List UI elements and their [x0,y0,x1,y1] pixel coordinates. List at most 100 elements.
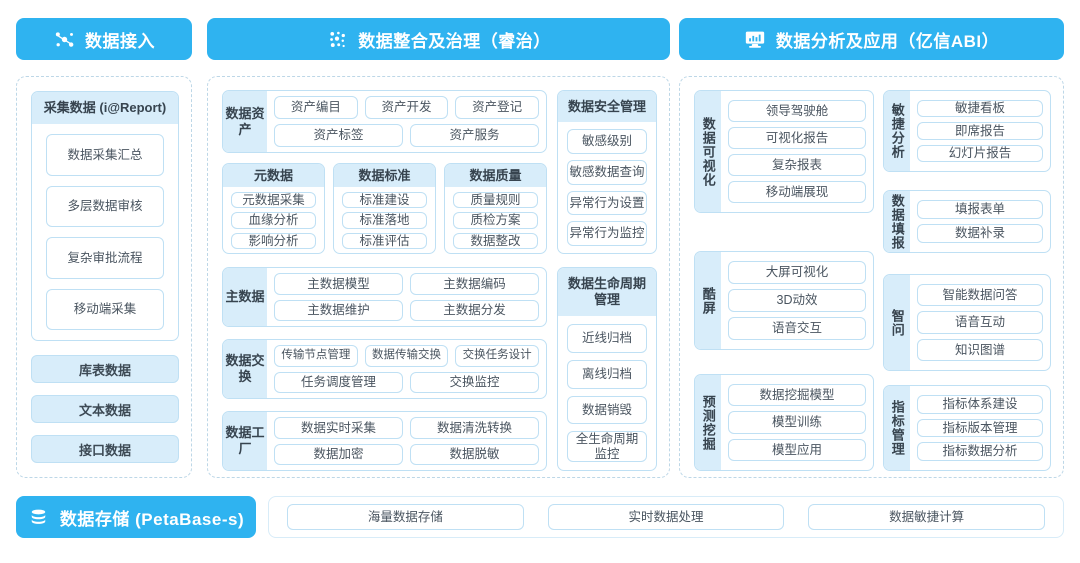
banner-data-storage[interactable]: 数据存储 (PetaBase-s) [16,496,256,538]
group-label: 酷屏 [700,286,716,315]
chip-transfer-node[interactable]: 传输节点管理 [274,345,358,367]
chip-filling-form[interactable]: 填报表单 [917,200,1043,219]
chip-data-backfill[interactable]: 数据补录 [917,224,1043,243]
chip-smart-data-qa[interactable]: 智能数据问答 [917,284,1043,307]
chip-mobile-display[interactable]: 移动端展现 [728,181,866,203]
group-data-factory: 数据工厂 数据实时采集 数据清洗转换 数据加密 数据脱敏 [222,411,547,471]
chip-standard-build[interactable]: 标准建设 [342,192,427,209]
chip-clean-transform[interactable]: 数据清洗转换 [410,417,539,439]
chip-metric-version[interactable]: 指标版本管理 [917,418,1043,438]
card-data-lifecycle: 数据生命周期管理 近线归档 离线归档 数据销毁 全生命周期监控 [557,267,657,471]
chip-realtime-process[interactable]: 实时数据处理 [547,504,785,530]
chip-data-destroy[interactable]: 数据销毁 [567,395,647,425]
chip-source-text[interactable]: 文本数据 [31,395,179,423]
chip-3d-animation[interactable]: 3D动效 [728,289,866,312]
banner-data-ingest[interactable]: 数据接入 [16,18,192,60]
card-title: 采集数据 (i@Report) [32,92,178,124]
chip-offline-archive[interactable]: 离线归档 [567,359,647,389]
group-label: 指标管理 [889,400,905,456]
chip-asset-catalog[interactable]: 资产编目 [274,96,358,119]
card-data-quality: 数据质量 质量规则 质检方案 数据整改 [444,163,547,254]
card-title: 数据生命周期管理 [558,268,656,316]
group-label: 数据可视化 [700,116,716,187]
chip-anomaly-setting[interactable]: 异常行为设置 [567,190,647,216]
chip-metric-system[interactable]: 指标体系建设 [917,395,1043,414]
chip-approval-flow[interactable]: 复杂审批流程 [46,237,164,279]
chip-mobile-collect[interactable]: 移动端采集 [46,288,164,330]
chip-source-api[interactable]: 接口数据 [31,435,179,463]
dots-network-icon [326,28,348,50]
chip-multilayer-audit[interactable]: 多层数据审核 [46,185,164,227]
group-label: 数据资产 [223,91,267,152]
chip-exchange-monitor[interactable]: 交换监控 [410,371,539,393]
group-label: 数据工厂 [223,412,267,470]
chip-mass-storage[interactable]: 海量数据存储 [287,504,524,530]
chip-agile-dashboard[interactable]: 敏捷看板 [917,100,1043,118]
chip-knowledge-graph[interactable]: 知识图谱 [917,338,1043,361]
group-metric-management: 指标管理 指标体系建设 指标版本管理 指标数据分析 [883,385,1051,471]
chip-master-dist[interactable]: 主数据分发 [410,299,539,321]
chip-asset-service[interactable]: 资产服务 [410,124,539,147]
chip-adhoc-report[interactable]: 即席报告 [917,122,1043,140]
chip-bigscreen-visual[interactable]: 大屏可视化 [728,261,866,284]
chip-quality-plan[interactable]: 质检方案 [453,212,538,229]
chip-impact-analysis[interactable]: 影响分析 [231,232,316,250]
chip-collect-summary[interactable]: 数据采集汇总 [46,134,164,176]
chip-realtime-collect[interactable]: 数据实时采集 [274,417,403,439]
group-visualization: 数据可视化 领导驾驶舱 可视化报告 复杂报表 移动端展现 [694,90,874,213]
chip-nearline-archive[interactable]: 近线归档 [567,324,647,353]
chip-standard-assess[interactable]: 标准评估 [342,232,427,250]
chip-mining-model[interactable]: 数据挖掘模型 [728,384,866,407]
chip-asset-tag[interactable]: 资产标签 [274,124,403,147]
chip-visual-report[interactable]: 可视化报告 [728,127,866,149]
chip-master-maint[interactable]: 主数据维护 [274,299,403,321]
chip-sensitive-query[interactable]: 敏感数据查询 [567,159,647,185]
card-title: 元数据 [223,164,324,187]
chip-asset-dev[interactable]: 资产开发 [364,96,449,119]
chip-model-training[interactable]: 模型训练 [728,411,866,434]
group-data-filling: 数据填报 填报表单 数据补录 [883,190,1051,253]
chip-data-encrypt[interactable]: 数据加密 [274,443,403,465]
chip-lineage-analysis[interactable]: 血缘分析 [231,212,316,229]
chip-voice-interact[interactable]: 语音交互 [728,317,866,340]
chip-metadata-collect[interactable]: 元数据采集 [231,192,316,209]
chip-complex-report[interactable]: 复杂报表 [728,154,866,176]
chip-agile-compute[interactable]: 数据敏捷计算 [808,504,1046,530]
group-label: 敏捷分析 [889,103,905,159]
molecule-icon [53,28,75,50]
chip-anomaly-monitor[interactable]: 异常行为监控 [567,221,647,246]
chip-data-masking[interactable]: 数据脱敏 [410,443,539,465]
group-label: 数据交换 [223,340,267,398]
chip-transfer-exchange[interactable]: 数据传输交换 [364,345,449,367]
banner-label: 数据分析及应用（亿信ABI） [775,31,1000,51]
chip-model-apply[interactable]: 模型应用 [728,438,866,461]
chip-quality-rule[interactable]: 质量规则 [453,192,538,209]
chip-exchange-task[interactable]: 交换任务设计 [455,345,540,367]
chip-master-code[interactable]: 主数据编码 [410,273,539,295]
chip-metric-analysis[interactable]: 指标数据分析 [917,442,1043,462]
chip-slide-report[interactable]: 幻灯片报告 [917,144,1043,162]
banner-data-governance[interactable]: 数据整合及治理（睿治） [207,18,670,60]
chip-master-model[interactable]: 主数据模型 [274,273,403,295]
chip-lifecycle-monitor[interactable]: 全生命周期监控 [567,431,647,462]
group-label: 预测挖掘 [700,394,716,451]
group-master-data: 主数据 主数据模型 主数据编码 主数据维护 主数据分发 [222,267,547,327]
chip-data-remediate[interactable]: 数据整改 [453,232,538,250]
database-icon [28,506,50,528]
chip-sensitive-level[interactable]: 敏感级别 [567,129,647,154]
group-agile-analysis: 敏捷分析 敏捷看板 即席报告 幻灯片报告 [883,90,1051,172]
card-title: 数据标准 [334,164,435,187]
monitor-chart-icon [744,28,766,50]
group-cool-screen: 酷屏 大屏可视化 3D动效 语音交互 [694,251,874,350]
chip-source-table[interactable]: 库表数据 [31,355,179,383]
panel-storage-capabilities: 海量数据存储 实时数据处理 数据敏捷计算 [268,496,1064,538]
chip-leader-cockpit[interactable]: 领导驾驶舱 [728,100,866,122]
chip-asset-register[interactable]: 资产登记 [455,96,540,119]
group-label: 主数据 [223,268,267,326]
group-data-exchange: 数据交换 传输节点管理 数据传输交换 交换任务设计 任务调度管理 交换监控 [222,339,547,399]
chip-voice-dialog[interactable]: 语音互动 [917,311,1043,334]
chip-standard-landing[interactable]: 标准落地 [342,212,427,229]
banner-data-analysis[interactable]: 数据分析及应用（亿信ABI） [679,18,1064,60]
group-data-asset: 数据资产 资产编目 资产开发 资产登记 资产标签 资产服务 [222,90,547,153]
chip-task-schedule[interactable]: 任务调度管理 [274,371,403,393]
